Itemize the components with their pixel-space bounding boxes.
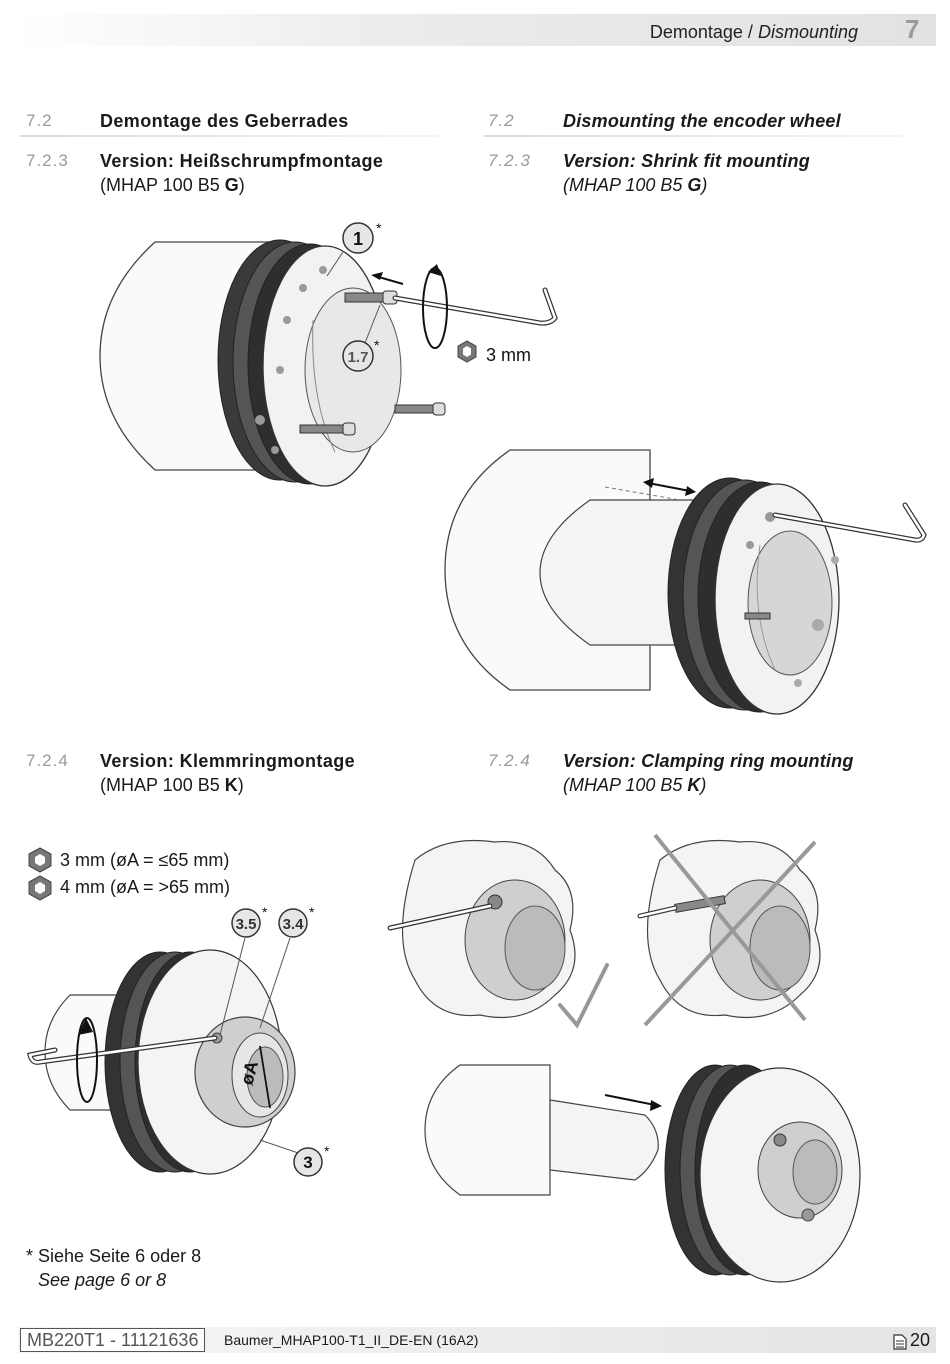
tool-size-label: 3 mm (486, 345, 531, 365)
subsection-title-en: Version: Shrink fit mounting (563, 151, 810, 171)
document-name: Baumer_MHAP100-T1_II_DE-EN (16A2) (224, 1332, 479, 1348)
hex-key-icon (28, 847, 52, 873)
callout-asterisk: * (262, 904, 268, 920)
section-number: 7.2 (488, 111, 515, 130)
model-designation-de: (MHAP 100 B5 K) (100, 775, 244, 795)
clamping-ring-figure: øA 3.5 * 3.4 * 3 * (27, 904, 330, 1177)
page-number: 20 (910, 1330, 931, 1350)
callout-asterisk: * (309, 904, 315, 920)
subsection-number: 7.2.4 (488, 751, 531, 770)
page-icon (893, 1334, 907, 1350)
document-id: MB220T1 - 11121636 (20, 1328, 206, 1352)
shrink-fit-figure-1: 1 * 1.7 * 3 mm (99, 220, 558, 487)
subsection-number: 7.2.4 (26, 751, 69, 770)
subsection-number: 7.2.3 (26, 151, 69, 170)
model-designation-de: (MHAP 100 B5 G) (100, 175, 245, 195)
tool-size-small: 3 mm (øA = ≤65 mm) (60, 850, 230, 870)
section-title-de: Demontage des Geberrades (100, 111, 349, 131)
tool-size-large: 4 mm (øA = >65 mm) (60, 877, 231, 897)
clamping-mount-figure (424, 1064, 861, 1283)
subsection-number: 7.2.3 (488, 151, 531, 170)
callout-asterisk: * (374, 337, 380, 353)
chapter-number: 7 (905, 14, 920, 44)
callout-3-5: 3.5 (236, 916, 257, 933)
section-number: 7.2 (26, 111, 53, 130)
section-rule (484, 135, 902, 137)
hex-key-icon (28, 875, 52, 901)
subsection-title-en: Version: Clamping ring mounting (563, 751, 854, 771)
callout-asterisk: * (324, 1143, 330, 1159)
callout-1: 1 (353, 229, 363, 249)
model-designation-en: (MHAP 100 B5 G) (563, 175, 708, 195)
header-bar (18, 14, 936, 46)
model-designation-en: (MHAP 100 B5 K) (563, 775, 707, 795)
clamping-detail-figures (387, 833, 821, 1029)
section-rule (20, 135, 438, 137)
callout-1-7: 1.7 (348, 349, 369, 366)
callout-3-4: 3.4 (283, 916, 305, 933)
footnote-de: * Siehe Seite 6 oder 8 (26, 1246, 202, 1266)
header-title: Demontage / Dismounting (649, 22, 858, 42)
subsection-title-de: Version: Heißschrumpfmontage (100, 151, 384, 171)
shrink-fit-figure-2 (444, 449, 927, 715)
footnote-en: See page 6 or 8 (38, 1270, 167, 1290)
subsection-title-de: Version: Klemmringmontage (100, 751, 356, 771)
callout-3: 3 (303, 1153, 312, 1172)
section-title-en: Dismounting the encoder wheel (563, 111, 841, 131)
callout-asterisk: * (376, 220, 382, 236)
